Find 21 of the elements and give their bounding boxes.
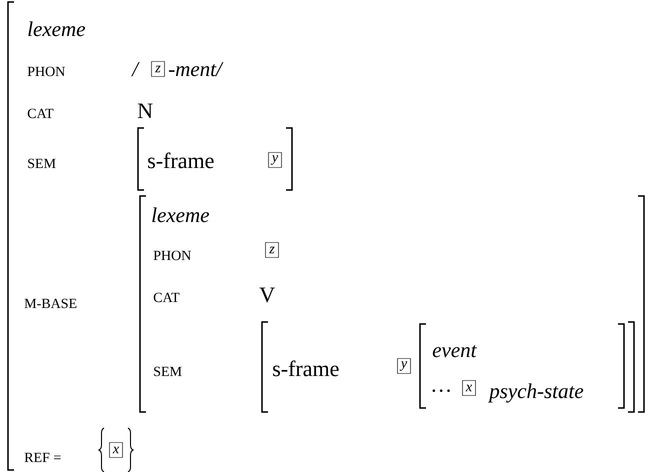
value-text: s-frame [273,360,339,376]
feature-label: PHON [154,250,191,260]
feature-label: M-BASE [24,298,76,308]
value-text: s-frame [148,152,214,168]
feature-label: SEM [28,158,56,168]
value-text: ··· [432,389,450,392]
tag-box: z [151,61,165,77]
value-text: V [259,288,275,302]
value-text: lexeme [152,207,210,222]
feature-label: SEM [154,366,182,376]
tag-box: y [397,358,411,374]
tag-box: x [462,380,476,396]
value-text: -ment/ [168,62,224,76]
feature-label: CAT [154,292,180,302]
tag-box: y [268,152,282,168]
value-text: N [138,104,153,118]
feature-label: PHON [28,66,65,76]
tag-box: z [265,242,279,258]
value-text: event [432,345,477,358]
tag-box: x [109,442,123,458]
feature-label: CAT [28,108,54,118]
